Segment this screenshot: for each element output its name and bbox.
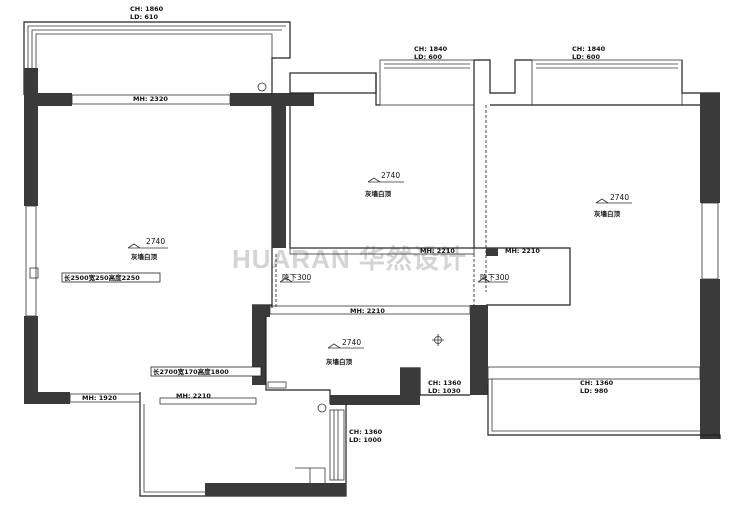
watermark-text: HUARAN 华然设计: [232, 244, 467, 274]
ceiling-height: 2740: [381, 171, 400, 180]
door-label: MH: 2210: [350, 307, 385, 315]
ceiling-height: 2740: [342, 338, 361, 347]
ceiling-finish: 灰墙白顶: [131, 252, 158, 261]
door-label: MH: 2320: [133, 95, 168, 103]
window-label-ld: LD: 980: [580, 387, 608, 395]
outlet-marker: [29, 267, 39, 279]
annotation-living-window: 长2500宽250高度2250: [61, 272, 161, 283]
annotation-text: 长2700宽170高度1800: [153, 367, 229, 376]
floor-drain-icon: [317, 403, 327, 413]
door-label: MH: 2210: [176, 392, 211, 400]
drop-label: 降下300: [480, 272, 510, 282]
door-label: MH: 1920: [82, 394, 117, 402]
window-label-ld: LD: 610: [130, 13, 158, 21]
window-label-ch: CH: 1840: [572, 45, 606, 53]
window-label-ch: CH: 1360: [580, 379, 614, 387]
drop-label: 降下300: [282, 272, 312, 282]
window-label-ld: LD: 600: [414, 53, 442, 61]
ceiling-height: 2740: [610, 193, 629, 202]
bathroom: [139, 397, 347, 497]
top-left-balcony: [23, 21, 291, 95]
right-lower-balcony: [470, 365, 721, 439]
floor-drain-icon: [257, 82, 267, 92]
ceiling-finish: 灰墙白顶: [594, 209, 621, 218]
ceiling-marker-living: 2740 灰墙白顶: [127, 237, 168, 261]
corridor: [252, 247, 571, 308]
bedroom-middle: [272, 59, 475, 249]
ceiling-marker-bed-mid: 2740 灰墙白顶: [365, 171, 404, 198]
door-label: MH: 2210: [505, 247, 540, 255]
window-label-ch: CH: 1360: [349, 428, 383, 436]
window-label-ld: LD: 600: [572, 53, 600, 61]
window-label-ch: CH: 1860: [130, 5, 164, 13]
light-fixture-icon: [432, 334, 444, 346]
ceiling-finish: 灰墙白顶: [365, 189, 392, 198]
window-label-ld: LD: 1000: [349, 436, 382, 444]
window-label-ch: CH: 1840: [414, 45, 448, 53]
door-label: MH: 2210: [420, 247, 455, 255]
drop-marker-right: 降下300: [477, 272, 510, 283]
drop-marker-left: 降下300: [279, 272, 312, 283]
window-label-ld: LD: 1030: [428, 387, 461, 395]
ceiling-height: 2740: [146, 237, 165, 246]
window-label-ch: CH: 1360: [428, 379, 462, 387]
bedroom-right: [474, 59, 720, 439]
annotation-center-window: 长2700宽170高度1800: [150, 366, 262, 377]
annotation-text: 长2500宽250高度2250: [64, 273, 140, 282]
ceiling-finish: 灰墙白顶: [326, 357, 353, 366]
ceiling-marker-center: 2740 灰墙白顶: [326, 338, 364, 366]
ceiling-marker-bed-right: 2740 灰墙白顶: [594, 193, 632, 218]
